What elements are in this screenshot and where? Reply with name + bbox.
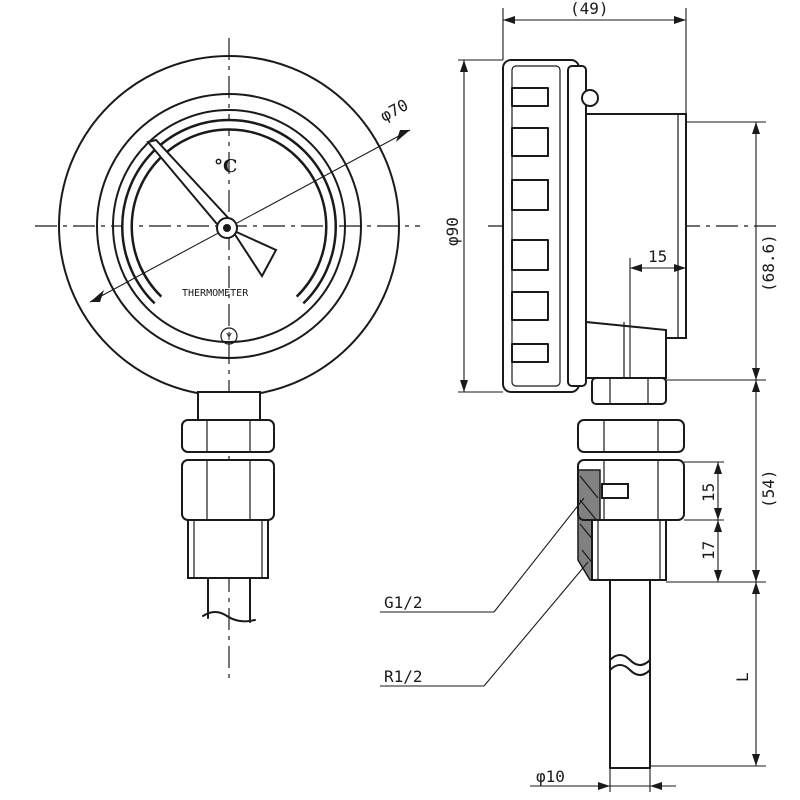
bezel-rib [511,179,549,211]
side-section-hatch-line [579,475,599,499]
nut-height-label: 15 [699,483,718,502]
g-thread-callout: G1/2 [384,593,423,612]
depth-arrow-right [674,16,686,24]
g-thread-leader-diagonal [493,497,585,613]
pointer-hub-center [223,224,231,232]
brand-mark-circle [220,327,238,345]
side-thread [591,519,667,581]
stem-dia-arrow-right [650,782,662,790]
front-view: φ70 °C THERMOMETER Y [35,38,420,680]
offset-arrow-left [630,264,642,272]
dial-scale-arc-inner [123,121,335,303]
side-gland-key [601,483,629,499]
bezel-rib [511,239,549,271]
bezel-ribs [511,87,549,363]
stem-diameter-label: φ10 [536,767,565,786]
depth-arrow-left [503,16,515,24]
case-dia-arrow-bottom [460,380,468,392]
thread-length-label: 17 [699,541,718,560]
r-thread-leader-diagonal [483,561,589,687]
dial-pointer [146,138,234,232]
stem-dia-arrow-left [598,782,610,790]
offset-label: 15 [648,247,667,266]
side-bezel-inner [511,65,561,387]
side-section-hatch-line [579,499,599,523]
front-neck [197,391,261,421]
bezel-rib [511,127,549,157]
front-inner-bezel [96,93,362,359]
stem-arrow-bottom [752,754,760,766]
side-bezel-rim [567,65,587,387]
fitting-arrow-bottom [752,570,760,582]
side-union-nut [577,419,685,453]
r-thread-callout: R1/2 [384,667,423,686]
side-vent-plug [581,89,599,107]
stem-arrow-top [752,582,760,594]
dial-label: THERMOMETER [182,288,249,299]
side-stem-break-lower [609,664,651,676]
side-stem-break-upper [609,654,651,666]
face-diameter-leader [89,129,411,303]
unit-label: °C [214,156,237,177]
case-diameter-label: φ90 [443,217,462,246]
thread-arrow-top [714,520,722,532]
side-case [585,113,687,339]
offset-arrow-right [674,264,686,272]
front-thread [187,519,269,579]
bezel-rib [511,343,549,363]
front-stem-break [202,611,256,623]
fitting-arrow-top [752,380,760,392]
center-ht-arrow-top [752,122,760,134]
front-upper-hex-nut [181,419,275,453]
brand-mark-letter: Y [226,332,232,343]
thread-arrow-bottom [714,570,722,582]
face-diameter-arrow-right [396,130,410,142]
side-neck-nut [591,377,667,405]
bezel-rib [511,87,549,107]
center-height-label: (68.6) [759,234,778,292]
pointer-tail [229,227,278,278]
center-ht-arrow-bottom [752,368,760,380]
fitting-height-label: (54) [759,469,778,508]
face-diameter-label: φ70 [377,95,411,125]
dimensions: (49) φ90 (68.6) 15 (54) 15 [443,0,778,792]
side-socket [585,320,667,379]
stem-length-label: L [733,672,752,682]
face-diameter-arrow-left [90,290,104,302]
depth-label: (49) [570,0,609,18]
side-view [488,59,780,769]
nut-arrow-top [714,462,722,474]
case-dia-arrow-top [460,60,468,72]
bezel-rib [511,291,549,321]
dial-face [112,109,346,343]
nut-arrow-bottom [714,508,722,520]
callouts: G1/2 R1/2 [380,497,589,687]
front-lower-hex-nut [181,459,275,521]
